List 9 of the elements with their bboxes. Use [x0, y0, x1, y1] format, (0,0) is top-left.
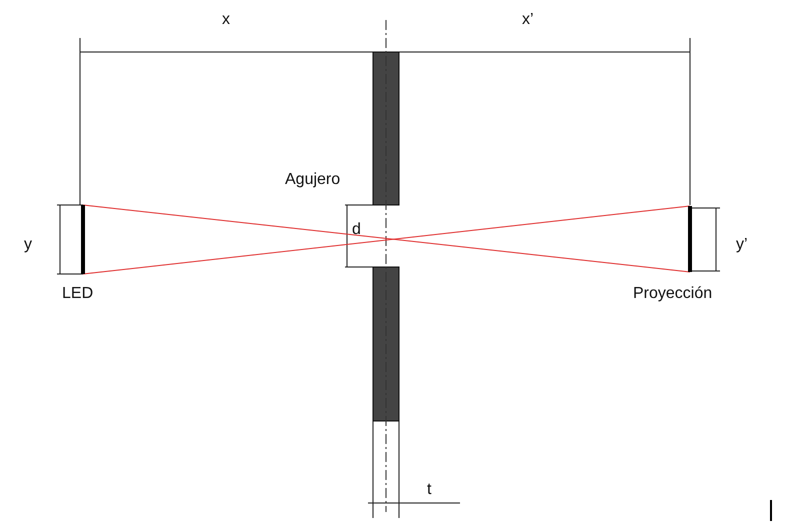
dimension-label: t: [427, 482, 432, 498]
part-label: Agujero: [285, 172, 340, 188]
dimension-label: x’: [522, 12, 534, 28]
part-label: LED: [62, 286, 94, 302]
dimension-label: y: [24, 237, 32, 253]
dimension-label: y’: [736, 237, 748, 253]
dimension-label: d: [352, 222, 361, 238]
part-label: Proyección: [633, 286, 712, 302]
dimension-label: x: [222, 12, 230, 28]
